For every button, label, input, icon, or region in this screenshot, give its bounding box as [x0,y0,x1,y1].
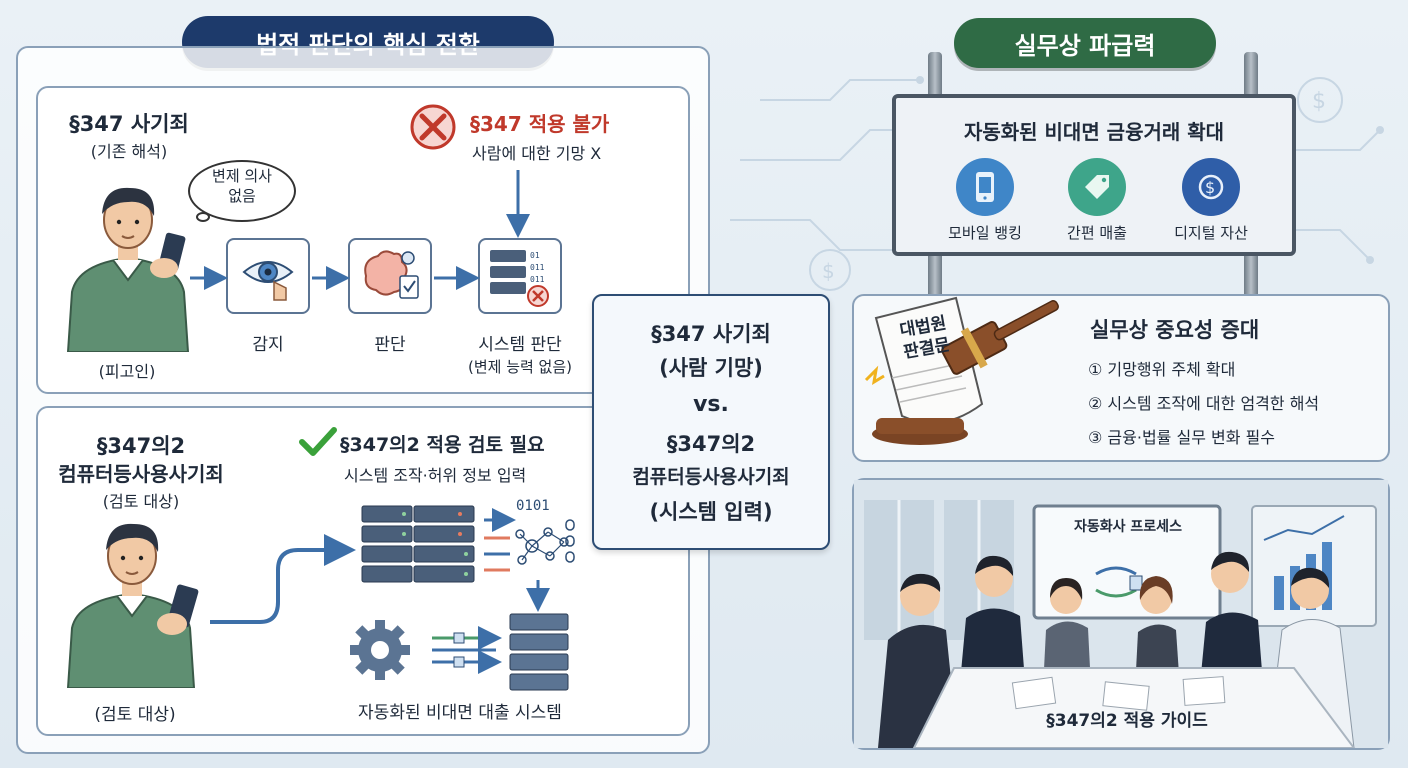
review-target-illustration [66,523,199,688]
not-applicable-sub: 사람에 대한 기망 X [472,144,602,163]
sign-title: 자동화된 비대면 금융거래 확대 [963,120,1225,144]
binary-text: 0101 [516,498,550,514]
automated-loan-system-caption: 자동화된 비대면 대출 시스템 [358,703,562,723]
detect-label: 감지 [252,335,284,355]
thought-text: 변제 의사 없음 [212,167,272,205]
system-label: 시스템 판단 [478,335,562,355]
comparison-line2: (사람 기망) [659,356,763,380]
not-applicable-title: §347 적용 불가 [470,112,610,136]
importance-title: 실무상 중요성 증대 [1090,318,1260,342]
review-required-title: §347의2 적용 검토 필요 [340,434,545,456]
meeting-illustration [854,480,1388,748]
price-tag-icon [1068,158,1126,216]
comparison-vs: vs. [693,392,729,417]
art347-title: §347 사기죄 [69,112,189,136]
thought-bubble [188,160,296,222]
svg-text:$: $ [1205,178,1215,197]
importance-item-1: ① 기망행위 주체 확대 [1088,360,1236,379]
right-header: 실무상 파급력 [954,18,1216,68]
importance-item-2: ② 시스템 조작에 대한 엄격한 해석 [1088,394,1320,413]
easy-sales-label: 간편 매출 [1067,224,1127,242]
comparison-line4: §347의2 [666,432,756,456]
defendant-label: (피고인) [98,362,156,381]
defendant-illustration [66,187,190,352]
review-target-label: (검토 대상) [94,705,176,725]
digital-asset-label: 디지털 자산 [1174,224,1248,242]
cross-icon [410,104,456,150]
art347-subtitle: (기존 해석) [90,142,168,161]
svg-text:011: 011 [530,275,545,284]
mobile-banking-icon [956,158,1014,216]
art347-2-title-line1: §347의2 [96,434,186,458]
svg-text:011: 011 [530,263,545,272]
meeting-screen-title: 자동화사 프로세스 [1074,519,1182,535]
eye-icon [242,261,294,301]
svg-text:01: 01 [530,251,540,260]
mobile-banking-label: 모바일 뱅킹 [948,224,1022,242]
court-ruling-illustration [864,296,1059,445]
system-manipulation-diagram [210,505,575,691]
meeting-caption: §347의2 적용 가이드 [1046,711,1208,731]
importance-item-3: ③ 금융·법률 실무 변화 필수 [1088,428,1275,447]
comparison-line6: (시스템 입력) [649,500,773,524]
comparison-line5: 컴퓨터등사용사기죄 [632,466,790,488]
server-icon: 01 011 011 [490,250,549,307]
art347-2-subtitle: (검토 대상) [102,492,180,511]
system-sublabel: (변제 능력 없음) [467,358,573,376]
check-icon [299,427,337,456]
comparison-line1: §347 사기죄 [651,322,771,346]
svg-text:$: $ [1312,89,1326,114]
svg-text:$: $ [822,259,835,283]
review-required-sub: 시스템 조작·허위 정보 입력 [344,466,527,485]
circuit-background: $ $ [730,76,1384,291]
thought-bubble-dot [196,212,210,222]
judge-label: 판단 [374,335,406,355]
art347-2-title-line2: 컴퓨터등사용사기죄 [58,462,224,486]
top-flow-arrows [190,170,530,290]
brain-icon [364,250,419,299]
comparison-box [592,294,830,550]
digital-asset-icon: $ [1182,158,1240,216]
